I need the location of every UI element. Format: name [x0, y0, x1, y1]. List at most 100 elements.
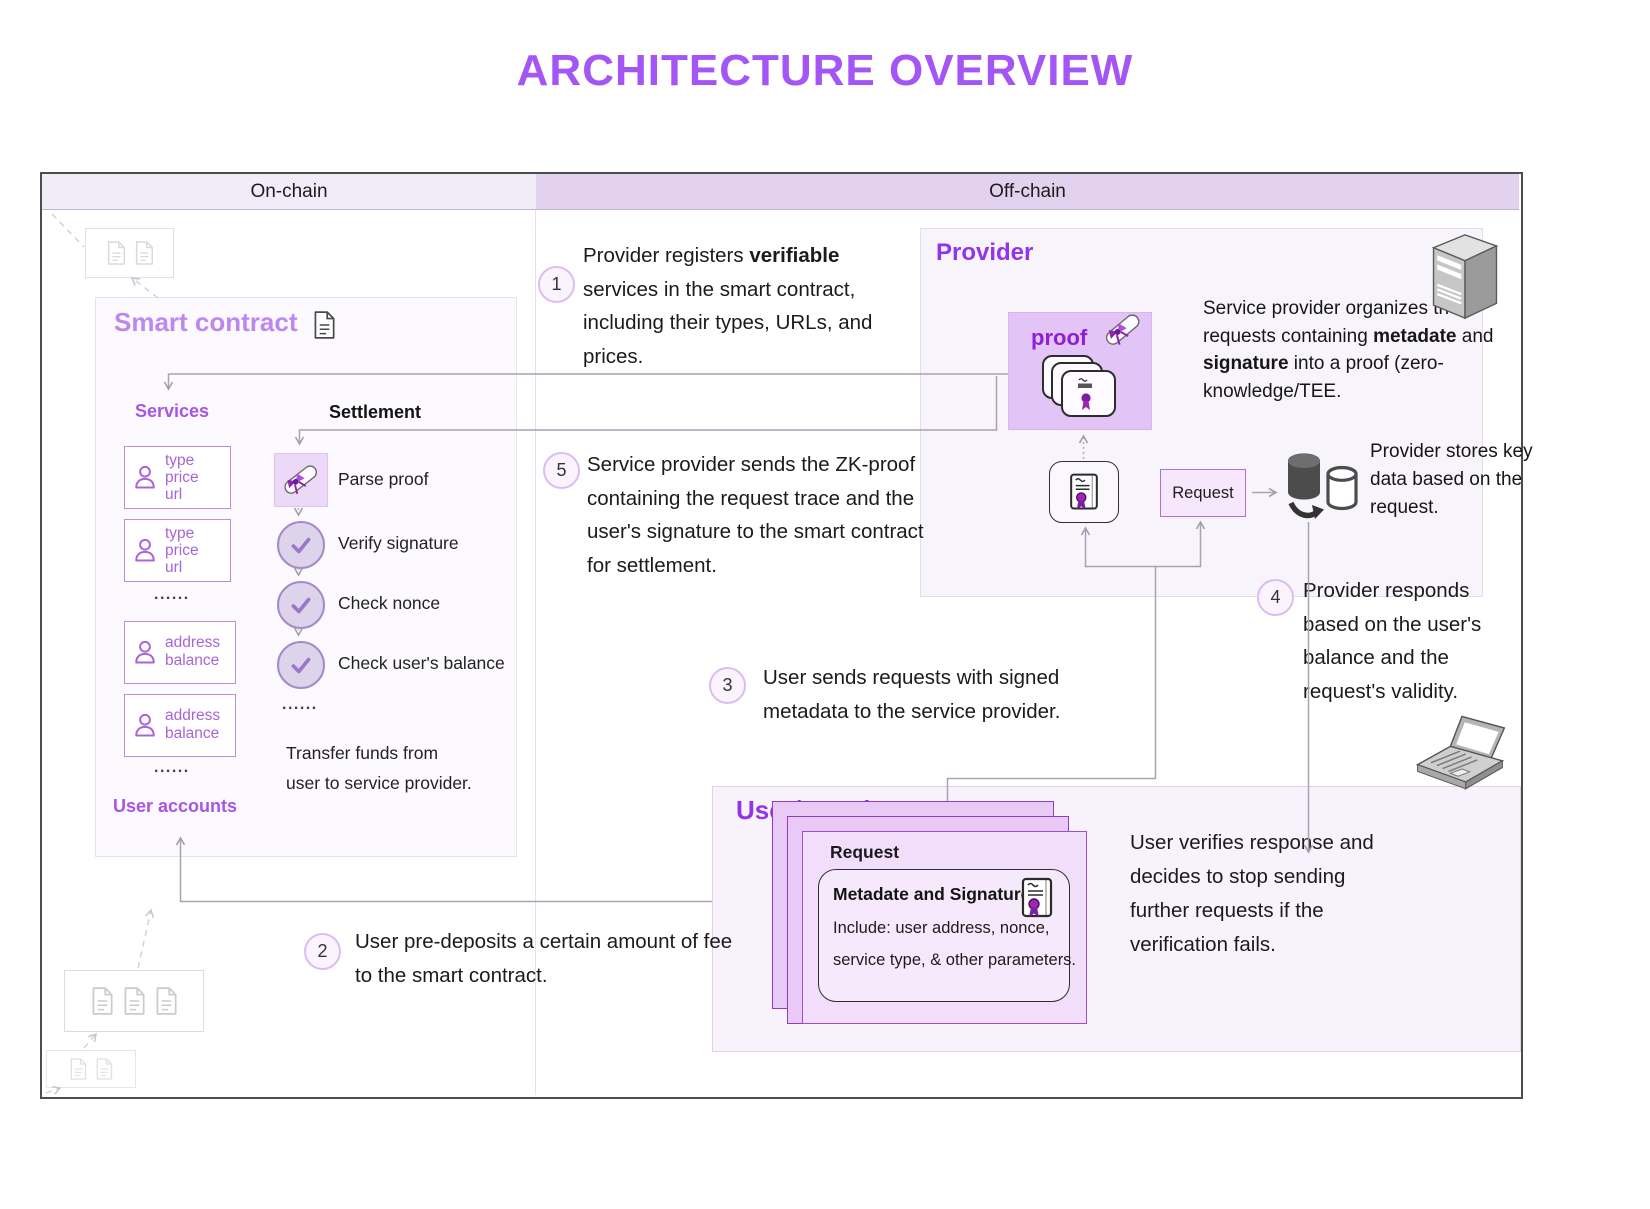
step-5-text: Service provider sends the ZK-proof cont…	[587, 453, 924, 577]
provider-box: Provider	[920, 228, 1483, 597]
block-icon-bottom-small	[46, 1050, 136, 1088]
document-icon	[89, 986, 115, 1016]
block-icon-bottom-large	[64, 970, 204, 1032]
laptop-icon	[1406, 714, 1514, 798]
stores-line: Provider stores key	[1370, 441, 1533, 462]
step-number: 2	[317, 941, 328, 961]
person-icon	[131, 638, 159, 666]
step-1-text: Provider registers verifiable services i…	[583, 239, 913, 373]
step-text-part: services in the smart contract, includin…	[583, 277, 873, 368]
page-title: ARCHITECTURE OVERVIEW	[516, 46, 1134, 95]
provider-request-box: Request	[1160, 469, 1246, 517]
proof-scroll-icon	[1097, 304, 1150, 355]
verify-line: verification fails.	[1130, 933, 1276, 956]
stores-line: request.	[1370, 497, 1439, 518]
check-nonce-check	[277, 581, 325, 629]
verify-line: User verifies response and	[1130, 831, 1374, 854]
check-balance-check	[277, 641, 325, 689]
proof-scroll-icon	[276, 456, 326, 504]
service-price: price	[165, 542, 199, 559]
step-badge-2: 2	[304, 933, 341, 970]
chain-divider-line	[535, 210, 536, 1095]
document-icon	[133, 240, 155, 266]
contract-document-icon	[311, 310, 337, 340]
header-on-chain: On-chain	[42, 174, 536, 209]
check-icon	[291, 597, 311, 614]
step-3-text: User sends requests with signed metadata…	[763, 666, 1061, 723]
smart-contract-box: Smart contract Services Settlement type …	[95, 297, 517, 857]
service-type: type	[165, 525, 195, 542]
database-icon	[1282, 446, 1366, 524]
step-2-text: User pre-deposits a certain amount of fe…	[355, 930, 733, 987]
service-type: type	[165, 452, 195, 469]
transfer-note-line2: user to service provider.	[286, 773, 472, 793]
document-icon	[68, 1057, 88, 1081]
check-nonce-label: Check nonce	[338, 593, 441, 613]
signed-request-box	[1049, 461, 1119, 523]
transfer-note-line1: Transfer funds from	[286, 743, 439, 763]
settlement-ellipsis: ......	[282, 696, 318, 713]
person-icon	[131, 536, 159, 564]
metadata-line2: service type, & other parameters.	[833, 951, 1077, 969]
card-request-label: Request	[830, 842, 900, 862]
on-chain-label: On-chain	[250, 180, 328, 202]
service-entry-box: type price url	[124, 446, 231, 509]
account-entry-box: address balance	[124, 694, 236, 757]
check-icon	[291, 537, 311, 554]
step-badge-4: 4	[1257, 579, 1294, 616]
service-entry-box: type price url	[124, 519, 231, 582]
organize-text-part: into a proof (zero-knowledge/TEE.	[1203, 353, 1444, 402]
organize-text-bold: metadate	[1373, 325, 1457, 347]
server-icon	[1424, 220, 1506, 320]
smart-contract-title: Smart contract	[114, 307, 298, 337]
step-text-part: Provider registers	[583, 244, 750, 267]
metadata-signature-box: Metadate and Signature Include: user add…	[818, 869, 1076, 1002]
settlement-column-label: Settlement	[329, 402, 422, 422]
proof-stack-icon	[1041, 353, 1119, 421]
check-icon	[291, 657, 311, 674]
metadata-line1: Include: user address, nonce,	[833, 919, 1050, 937]
step-badge-3: 3	[709, 667, 746, 704]
service-url: url	[165, 486, 183, 503]
request-label: Request	[1172, 483, 1234, 502]
proof-box: proof	[1008, 312, 1152, 430]
verify-line: decides to stop sending	[1130, 865, 1346, 888]
metadata-title: Metadate and Signature	[833, 884, 1031, 904]
diagram-frame	[40, 172, 1523, 1099]
certificate-icon	[1062, 470, 1106, 514]
certificate-icon	[1013, 874, 1061, 922]
service-url: url	[165, 559, 183, 576]
services-column-label: Services	[135, 401, 210, 421]
step-badge-1: 1	[538, 266, 575, 303]
organize-text-part: and	[1456, 325, 1494, 347]
account-address: address	[165, 707, 221, 724]
step-number: 5	[556, 460, 567, 480]
check-balance-label: Check user's balance	[338, 653, 505, 673]
block-icon-top	[85, 228, 174, 278]
provider-organize-text: Service provider organizes the requests …	[1203, 295, 1518, 405]
provider-stores-text: Provider stores key data based on the re…	[1370, 438, 1533, 522]
document-icon	[153, 986, 179, 1016]
document-icon	[94, 1057, 114, 1081]
document-icon	[105, 240, 127, 266]
stores-line: data based on the	[1370, 469, 1523, 490]
person-icon	[131, 711, 159, 739]
account-entry-box: address balance	[124, 621, 236, 684]
verify-line: further requests if the	[1130, 899, 1324, 922]
proof-label: proof	[1031, 325, 1088, 350]
step-number: 3	[722, 675, 733, 695]
user-verifies-text: User verifies response and decides to st…	[1130, 826, 1374, 962]
organize-text-part: Service provider organizes the requests …	[1203, 298, 1460, 347]
parse-proof-box	[274, 453, 328, 507]
account-balance: balance	[165, 725, 220, 742]
step-number: 1	[551, 274, 562, 294]
document-icon	[121, 986, 147, 1016]
header-off-chain: Off-chain	[536, 174, 1519, 209]
person-icon	[131, 463, 159, 491]
account-balance: balance	[165, 652, 220, 669]
step-badge-5: 5	[543, 452, 580, 489]
step-number: 4	[1270, 587, 1281, 607]
accounts-ellipsis: ......	[154, 759, 190, 776]
organize-text-bold: signature	[1203, 353, 1289, 374]
